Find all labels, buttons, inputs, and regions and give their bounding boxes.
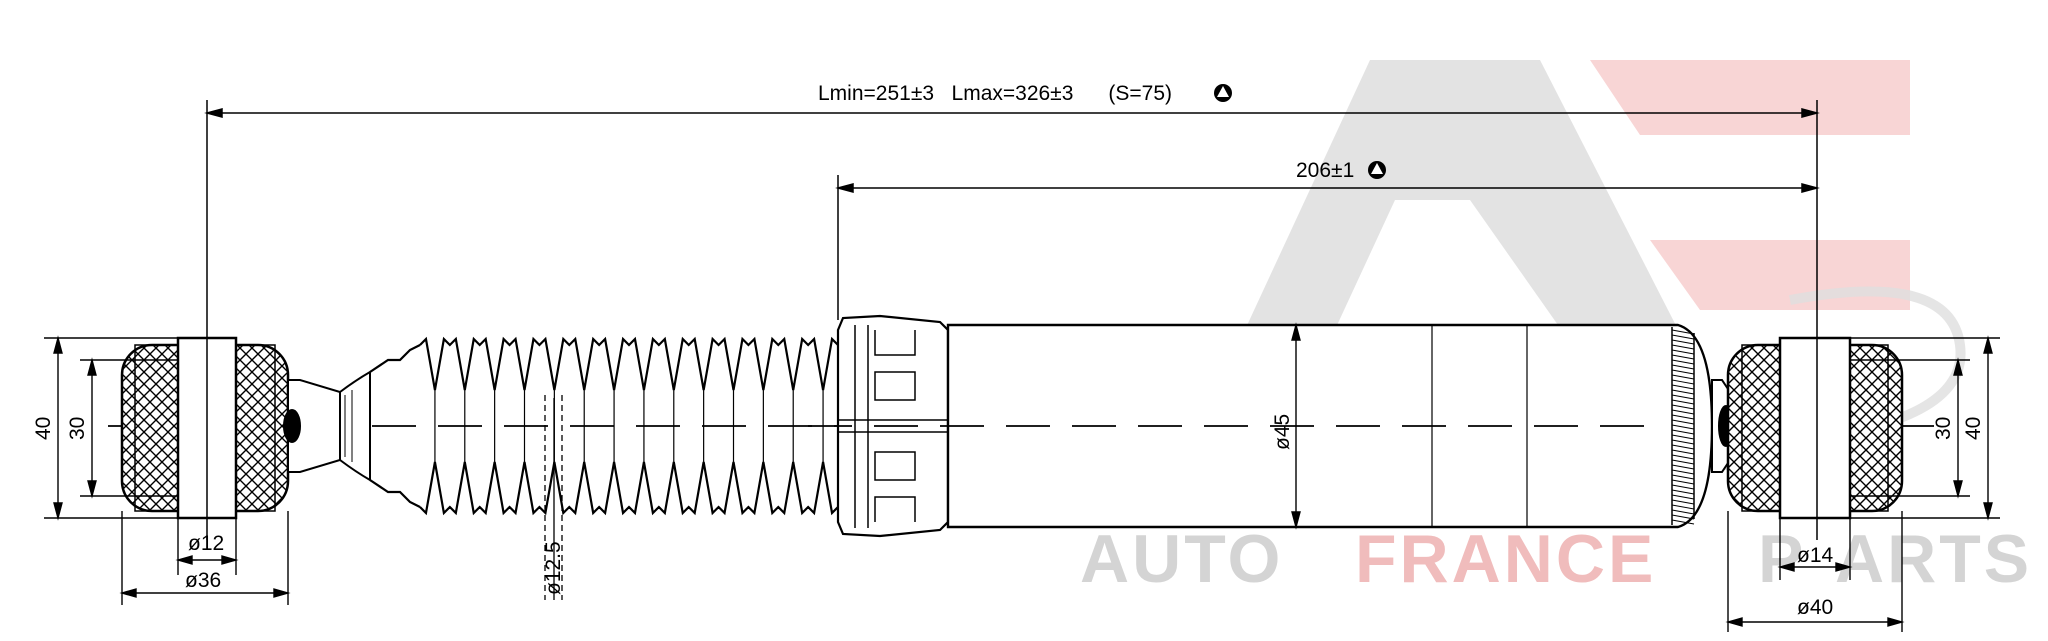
knurl-line bbox=[1671, 344, 1695, 350]
watermark-red-bar-mid bbox=[1650, 240, 1910, 310]
right-eye-height-inner-label: 30 bbox=[1932, 417, 1955, 440]
body-diameter-label: ø45 bbox=[1271, 414, 1294, 450]
knurl-line bbox=[1671, 364, 1695, 370]
left-eye-height-inner-label: 30 bbox=[66, 417, 89, 440]
right-eye-diameter-dims bbox=[1725, 511, 1905, 632]
right-eye-height-dims bbox=[1850, 335, 2000, 521]
bellows-top-folds bbox=[419, 336, 839, 391]
body-length-dimension bbox=[835, 175, 1820, 320]
knurl-line bbox=[1671, 369, 1695, 375]
knurl-line bbox=[1671, 474, 1695, 480]
watermark-word-arts: ARTS bbox=[1835, 521, 2032, 597]
knurl-line bbox=[1671, 359, 1695, 365]
watermark-word-france: FRANCE bbox=[1355, 521, 1656, 597]
knurl-line bbox=[1671, 389, 1695, 395]
left-mount-eye bbox=[120, 336, 290, 540]
knurl-line bbox=[1671, 409, 1695, 415]
body-length-label: 206±1 bbox=[1296, 159, 1354, 182]
knurl-line bbox=[1671, 404, 1695, 410]
left-eye-height-outer-label: 40 bbox=[32, 417, 55, 440]
right-mount-eye bbox=[1726, 336, 1904, 540]
knurl-line bbox=[1671, 459, 1695, 465]
knurl-line bbox=[1671, 499, 1695, 505]
knurl-line bbox=[1671, 349, 1695, 355]
knurl-line bbox=[1671, 399, 1695, 405]
knurl-line bbox=[1671, 439, 1695, 445]
right-eye-height-outer-label: 40 bbox=[1962, 417, 1985, 440]
rod-diameter-dimension bbox=[544, 395, 563, 600]
rod-end-nut bbox=[283, 370, 371, 482]
right-eye-outer-diameter-label: ø40 bbox=[1797, 596, 1833, 619]
knurl-line bbox=[1671, 514, 1695, 520]
watermark-red-bar-top bbox=[1590, 60, 1910, 135]
knurl-line bbox=[1671, 384, 1695, 390]
knurl-line bbox=[1671, 509, 1695, 515]
knurl-line bbox=[1671, 449, 1695, 455]
knurl-line bbox=[1671, 469, 1695, 475]
rod-diameter-label: ø12.5 bbox=[542, 541, 565, 595]
knurl-line bbox=[1671, 489, 1695, 495]
knurl-line bbox=[1671, 334, 1695, 340]
bellows-bottom-folds bbox=[419, 461, 839, 516]
knurl-line bbox=[1671, 339, 1695, 345]
knurl-line bbox=[1671, 479, 1695, 485]
knurl-line bbox=[1671, 394, 1695, 400]
knurl-line bbox=[1671, 444, 1695, 450]
circle-triangle-icon bbox=[1214, 84, 1232, 102]
overall-length-dimension bbox=[204, 100, 1820, 340]
knurl-line bbox=[1671, 414, 1695, 420]
overall-length-label: Lmin=251±3 Lmax=326±3 (S=75) bbox=[818, 82, 1172, 105]
knurl-line bbox=[1671, 329, 1695, 335]
knurl-line bbox=[1671, 424, 1695, 430]
knurl-line bbox=[1671, 494, 1695, 500]
watermark-word-auto: AUTO bbox=[1080, 521, 1283, 597]
right-eye-inner-diameter-label: ø14 bbox=[1797, 544, 1834, 567]
knurl-line bbox=[1671, 374, 1695, 380]
left-eye-height-dims bbox=[44, 335, 178, 521]
circle-triangle-icon bbox=[1368, 161, 1386, 179]
knurl-line bbox=[1671, 454, 1695, 460]
knurl-line bbox=[1671, 504, 1695, 510]
dust-bellows bbox=[369, 336, 839, 516]
knurl-line bbox=[1671, 484, 1695, 490]
knurl-line bbox=[1671, 434, 1695, 440]
knurl-line bbox=[1671, 419, 1695, 425]
shock-body-tube bbox=[946, 323, 1714, 529]
left-eye-outer-diameter-label: ø36 bbox=[185, 569, 221, 592]
left-eye-diameter-dims bbox=[119, 511, 291, 605]
knurl-line bbox=[1671, 379, 1695, 385]
knurl-line bbox=[1671, 519, 1695, 525]
left-eye-inner-diameter-label: ø12 bbox=[188, 532, 224, 555]
body-diameter-dimension bbox=[1291, 322, 1301, 530]
knurl-line bbox=[1671, 464, 1695, 470]
knurl-line bbox=[1671, 354, 1695, 360]
knurl-line bbox=[1671, 429, 1695, 435]
